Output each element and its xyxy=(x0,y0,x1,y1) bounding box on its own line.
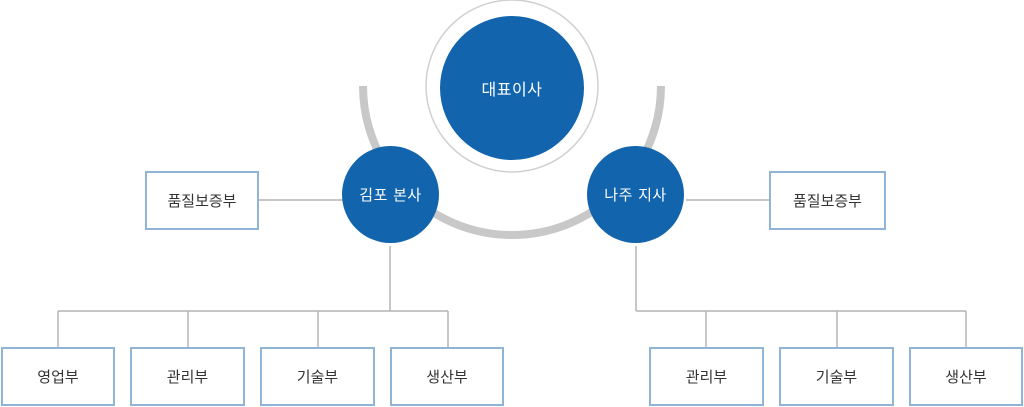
naju-dept-label: 생산부 xyxy=(945,368,987,386)
naju-branch-node: 나주 지사 xyxy=(587,146,684,243)
gimpo-dept-connectors xyxy=(57,246,449,348)
gimpo-dept-box: 관리부 xyxy=(130,347,245,406)
naju-dept-box: 관리부 xyxy=(649,347,764,406)
gimpo-dept-label: 관리부 xyxy=(166,368,209,386)
gimpo-dept-box: 영업부 xyxy=(1,347,115,406)
gimpo-dept-label: 기술부 xyxy=(296,368,339,386)
gimpo-hq-node: 김포 본사 xyxy=(342,146,439,243)
naju-qa-label: 품질보증부 xyxy=(792,192,862,210)
gimpo-hq-label: 김포 본사 xyxy=(359,186,422,204)
gimpo-qa-label: 품질보증부 xyxy=(167,192,237,210)
gimpo-dept-label: 생산부 xyxy=(426,368,468,386)
gimpo-qa-box: 품질보증부 xyxy=(145,171,259,230)
naju-branch-label: 나주 지사 xyxy=(604,186,667,204)
naju-dept-connectors xyxy=(635,246,967,348)
naju-dept-box: 기술부 xyxy=(779,347,894,406)
ceo-label: 대표이사 xyxy=(481,80,543,99)
gimpo-dept-box: 기술부 xyxy=(260,347,375,406)
naju-dept-box: 생산부 xyxy=(909,347,1023,406)
gimpo-dept-box: 생산부 xyxy=(390,347,504,406)
naju-dept-label: 기술부 xyxy=(815,368,858,386)
gimpo-dept-label: 영업부 xyxy=(37,368,79,386)
naju-qa-box: 품질보증부 xyxy=(769,171,886,230)
ceo-node: 대표이사 xyxy=(440,16,584,160)
naju-dept-label: 관리부 xyxy=(685,368,728,386)
ceo-outer-ring xyxy=(425,0,599,173)
